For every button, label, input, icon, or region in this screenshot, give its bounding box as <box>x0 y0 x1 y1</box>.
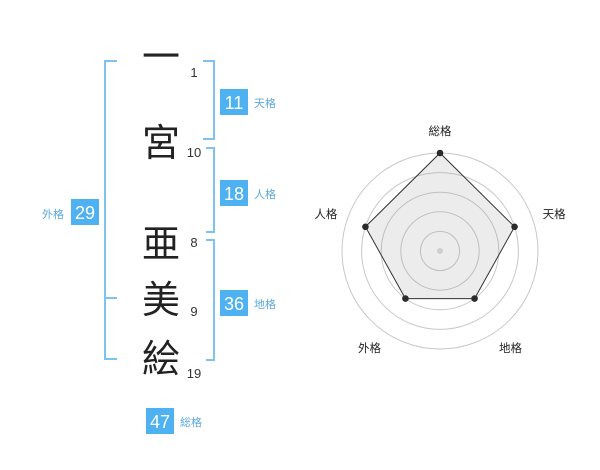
tenkaku-badge-box <box>220 89 248 115</box>
tenkaku-value: 11 <box>225 93 244 113</box>
tenkaku-label: 天格 <box>254 96 276 110</box>
name-char-5: 絵 <box>142 337 180 381</box>
soukaku-badge-box <box>146 408 174 434</box>
stroke-count-4: 9 <box>190 304 197 319</box>
gaikaku-badge-box <box>71 199 99 225</box>
radar-center-dot <box>437 248 443 254</box>
radar-point-2 <box>511 223 518 231</box>
radar-point-1 <box>436 149 444 157</box>
name-char-4: 美 <box>142 278 180 322</box>
jinkaku-badge: 18 人格 <box>220 180 276 206</box>
chikaku-value: 36 <box>224 294 244 314</box>
name-char-2: 宮 <box>142 121 180 165</box>
stroke-counts: 1 10 8 9 19 <box>187 65 201 381</box>
chikaku-bracket <box>206 239 215 361</box>
radar-axis-label-5: 人格 <box>314 207 337 221</box>
tenkaku-bracket <box>203 60 215 140</box>
soukaku-badge: 47 総格 <box>146 408 202 434</box>
radar-point-4 <box>402 295 409 302</box>
chikaku-badge: 36 地格 <box>220 290 276 316</box>
name-characters: 一 宮 亜 美 絵 <box>142 35 180 381</box>
name-char-1: 一 <box>142 35 180 79</box>
brackets <box>104 60 215 361</box>
jinkaku-bracket <box>206 147 215 233</box>
chikaku-badge-box <box>220 290 248 316</box>
stroke-count-1: 1 <box>190 65 197 80</box>
radar-axis-label-3: 地格 <box>499 341 522 355</box>
radar-point-3 <box>471 295 478 302</box>
chikaku-label: 地格 <box>254 297 276 311</box>
radar-axis-label-4: 外格 <box>358 341 381 355</box>
radar-axis-label-1: 総格 <box>429 124 452 138</box>
stroke-count-2: 10 <box>187 145 201 160</box>
radar-point-5 <box>362 223 369 231</box>
gaikaku-label: 外格 <box>42 207 64 221</box>
radar-series-polygon <box>364 152 516 300</box>
stroke-count-5: 19 <box>187 366 201 381</box>
soukaku-value: 47 <box>150 412 170 432</box>
gaikaku-value: 29 <box>75 203 95 223</box>
gaikaku-badge: 外格 29 <box>42 199 99 225</box>
tenkaku-badge: 11 天格 <box>220 89 276 115</box>
gaikaku-bracket <box>104 60 117 360</box>
jinkaku-value: 18 <box>224 184 244 204</box>
jinkaku-badge-box <box>220 180 248 206</box>
stroke-count-3: 8 <box>190 235 197 250</box>
name-char-3: 亜 <box>142 222 180 266</box>
jinkaku-label: 人格 <box>254 187 276 201</box>
soukaku-label: 総格 <box>180 415 202 429</box>
radar-axis-label-2: 天格 <box>543 207 566 221</box>
